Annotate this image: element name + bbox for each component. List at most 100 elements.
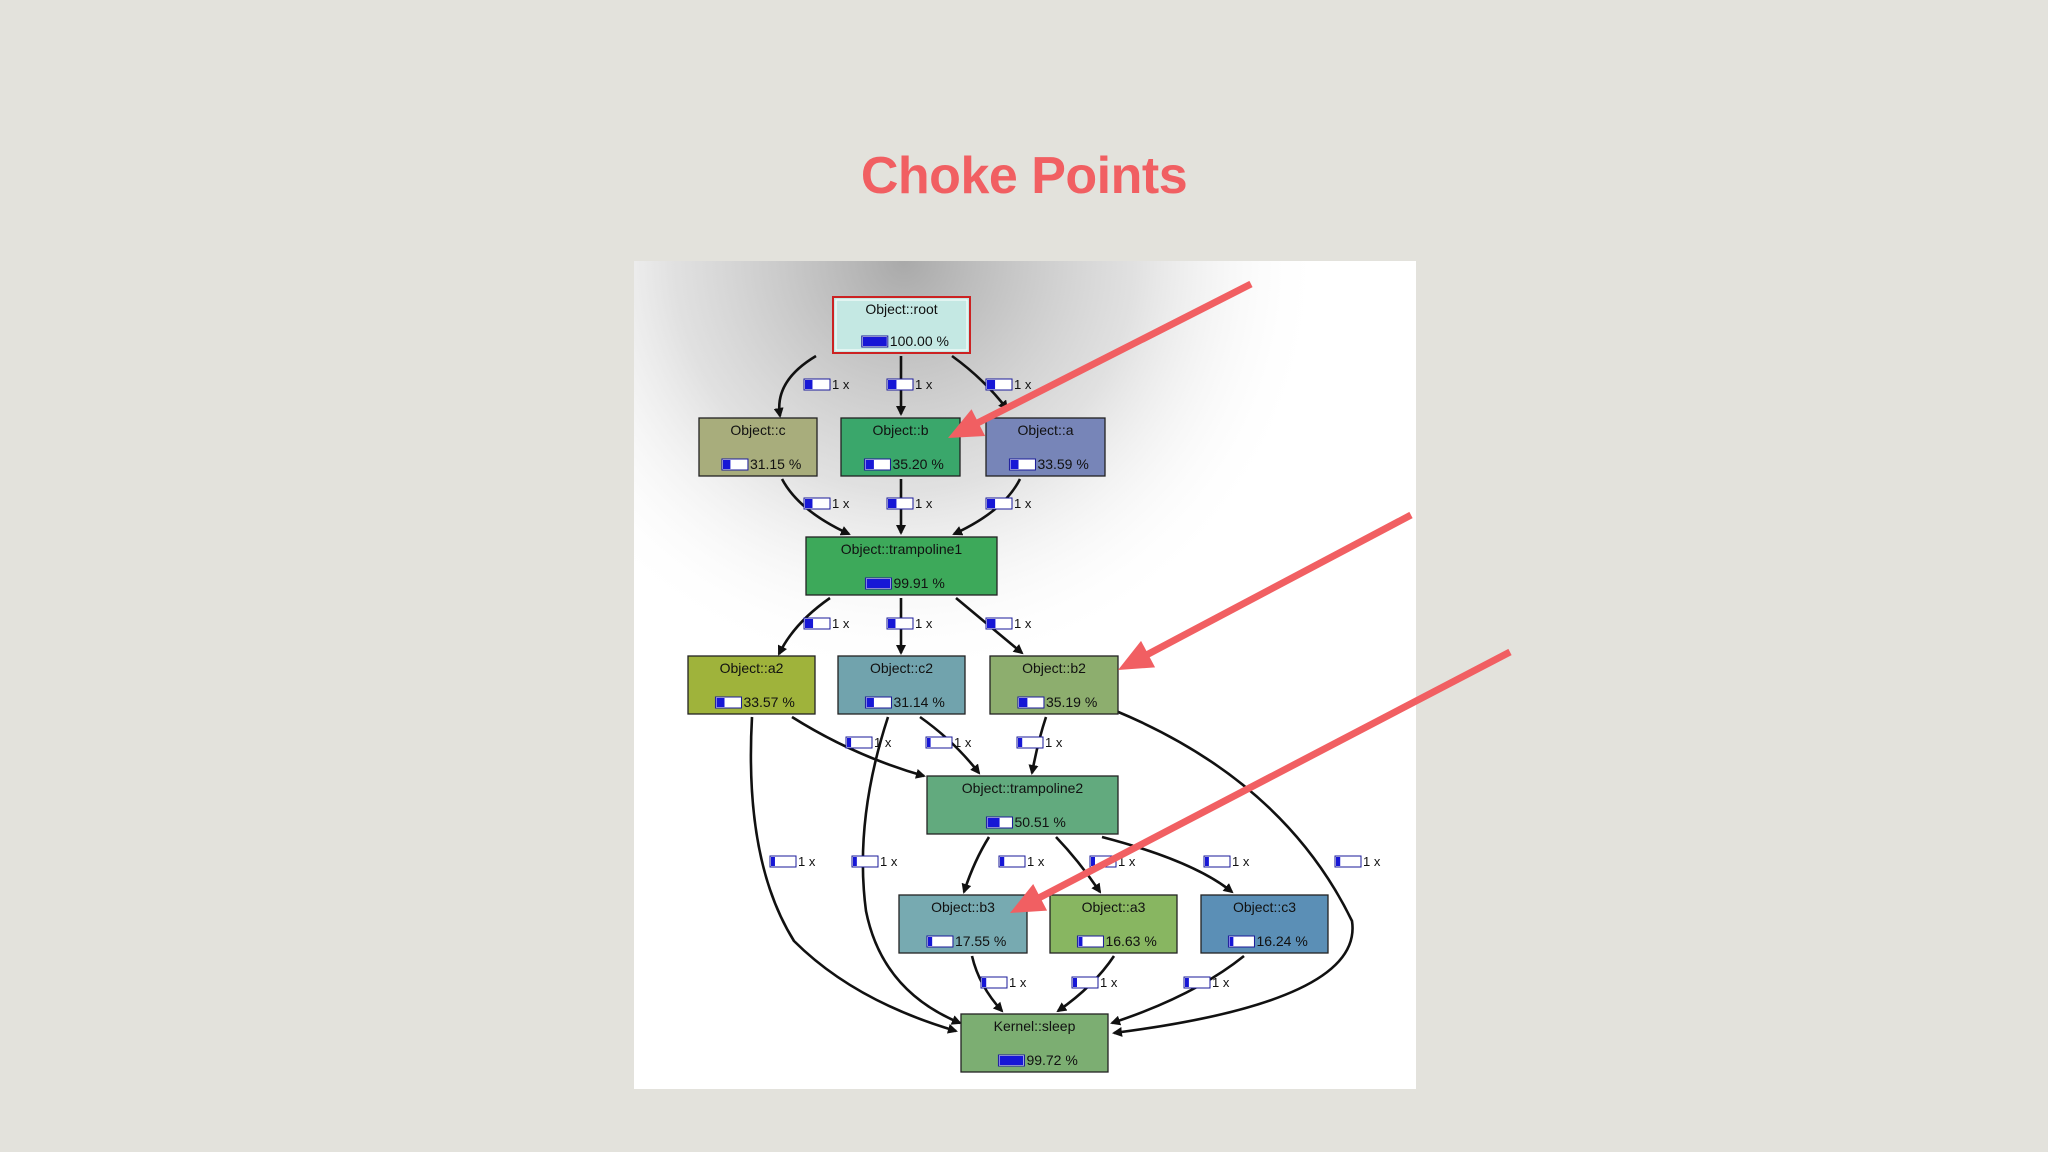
node-percent: 99.72 % [1026, 1052, 1077, 1068]
node-box [805, 536, 998, 596]
edge-label-trampoline2-to-c3: 1 x [1203, 854, 1250, 869]
edge-count-label: 1 x [1027, 854, 1045, 869]
edge-trampoline1-to-a2 [777, 596, 831, 656]
edge-label-root-to-b: 1 x [886, 377, 933, 392]
node-box [985, 417, 1106, 477]
node-percent: 33.59 % [1037, 456, 1088, 472]
edge-bar-a2-to-trampoline2 [845, 736, 873, 749]
edge-bar-trampoline2-to-c3 [1203, 855, 1231, 868]
edge-label-a-to-trampoline1: 1 x [985, 496, 1032, 511]
node-percent-bar [1227, 935, 1255, 948]
edge-label-a2-to-sleep: 1 x [769, 854, 816, 869]
edge-bar-root-to-c [803, 378, 831, 391]
edge-count-label: 1 x [1009, 975, 1027, 990]
edge-c3-to-sleep [1110, 954, 1245, 1026]
edge-bar-b2-to-trampoline2 [1016, 736, 1044, 749]
edge-count-label: 1 x [915, 616, 933, 631]
edge-count-label: 1 x [1100, 975, 1118, 990]
edge-label-trampoline1-to-b2: 1 x [985, 616, 1032, 631]
page-title: Choke Points [860, 147, 1188, 205]
node-percent-bar [1017, 696, 1045, 709]
node-label: Object::trampoline2 [962, 780, 1084, 796]
node-box [832, 296, 971, 354]
edge-bar-a-to-trampoline1 [985, 497, 1013, 510]
edge-label-b2-to-trampoline2: 1 x [1016, 735, 1063, 750]
node-percent-bar [926, 935, 954, 948]
node-box [960, 1013, 1109, 1073]
edge-bar-c2-to-sleep [851, 855, 879, 868]
node-label: Object::b [872, 422, 928, 438]
node-label: Object::a2 [720, 660, 784, 676]
node-percent: 16.24 % [1256, 933, 1307, 949]
node-label: Object::c2 [870, 660, 933, 676]
edge-label-root-to-c: 1 x [803, 377, 850, 392]
node-percent-bar [997, 1054, 1025, 1067]
node-label: Object::b2 [1022, 660, 1086, 676]
node-c[interactable]: Object::c31.15 % [698, 417, 818, 477]
edge-bar-trampoline2-to-b3 [998, 855, 1026, 868]
edge-label-a3-to-sleep: 1 x [1071, 975, 1118, 990]
node-label: Object::c [730, 422, 785, 438]
node-percent-bar [721, 458, 749, 471]
edge-bar-c2-to-trampoline2 [925, 736, 953, 749]
edge-bar-trampoline1-to-b2 [985, 617, 1013, 630]
edge-label-b-to-trampoline1: 1 x [886, 496, 933, 511]
node-b[interactable]: Object::b35.20 % [840, 417, 961, 477]
node-percent-bar [985, 816, 1013, 829]
call-graph-canvas: 1 x 1 x 1 x 1 x 1 x 1 x 1 x 1 x 1 x 1 x 1 x 1 x 1 x 1… [634, 261, 1416, 1089]
edge-count-label: 1 x [915, 496, 933, 511]
edge-label-c2-to-trampoline2: 1 x [925, 735, 972, 750]
edge-label-root-to-a: 1 x [985, 377, 1032, 392]
node-percent-bar [861, 335, 889, 348]
edge-count-label: 1 x [832, 377, 850, 392]
edge-label-trampoline1-to-c2: 1 x [886, 616, 933, 631]
edge-label-c-to-trampoline1: 1 x [803, 496, 850, 511]
edge-bar-a3-to-sleep [1071, 976, 1099, 989]
edge-bar-trampoline1-to-a2 [803, 617, 831, 630]
edge-bar-trampoline1-to-c2 [886, 617, 914, 630]
edge-bar-root-to-a [985, 378, 1013, 391]
edge-label-trampoline2-to-a3: 1 x [1089, 854, 1136, 869]
node-a[interactable]: Object::a33.59 % [985, 417, 1106, 477]
node-box [1049, 894, 1178, 954]
node-box [698, 417, 818, 477]
edge-bar-root-to-b [886, 378, 914, 391]
edge-count-label: 1 x [1014, 496, 1032, 511]
node-label: Object::a3 [1082, 899, 1146, 915]
node-percent: 16.63 % [1105, 933, 1156, 949]
node-box [1200, 894, 1329, 954]
edge-bar-b-to-trampoline1 [886, 497, 914, 510]
edge-label-a2-to-trampoline2: 1 x [845, 735, 892, 750]
node-label: Object::trampoline1 [841, 541, 963, 557]
node-box [840, 417, 961, 477]
edge-label-b3-to-sleep: 1 x [980, 975, 1027, 990]
edge-bar-b3-to-sleep [980, 976, 1008, 989]
edge-count-label: 1 x [874, 735, 892, 750]
edge-count-label: 1 x [832, 496, 850, 511]
edge-count-label: 1 x [954, 735, 972, 750]
node-percent-bar [864, 696, 892, 709]
node-percent: 100.00 % [890, 333, 949, 349]
edge-count-label: 1 x [832, 616, 850, 631]
root-inner-border [835, 299, 968, 351]
edge-count-label: 1 x [1014, 377, 1032, 392]
node-percent: 35.20 % [892, 456, 943, 472]
edge-bar-c3-to-sleep [1183, 976, 1211, 989]
node-label: Kernel::sleep [994, 1018, 1076, 1034]
edge-bar-c-to-trampoline1 [803, 497, 831, 510]
edge-count-label: 1 x [880, 854, 898, 869]
node-percent: 99.91 % [893, 575, 944, 591]
node-label: Object::c3 [1233, 899, 1296, 915]
node-label: Object::a [1017, 422, 1073, 438]
node-percent-bar [1076, 935, 1104, 948]
